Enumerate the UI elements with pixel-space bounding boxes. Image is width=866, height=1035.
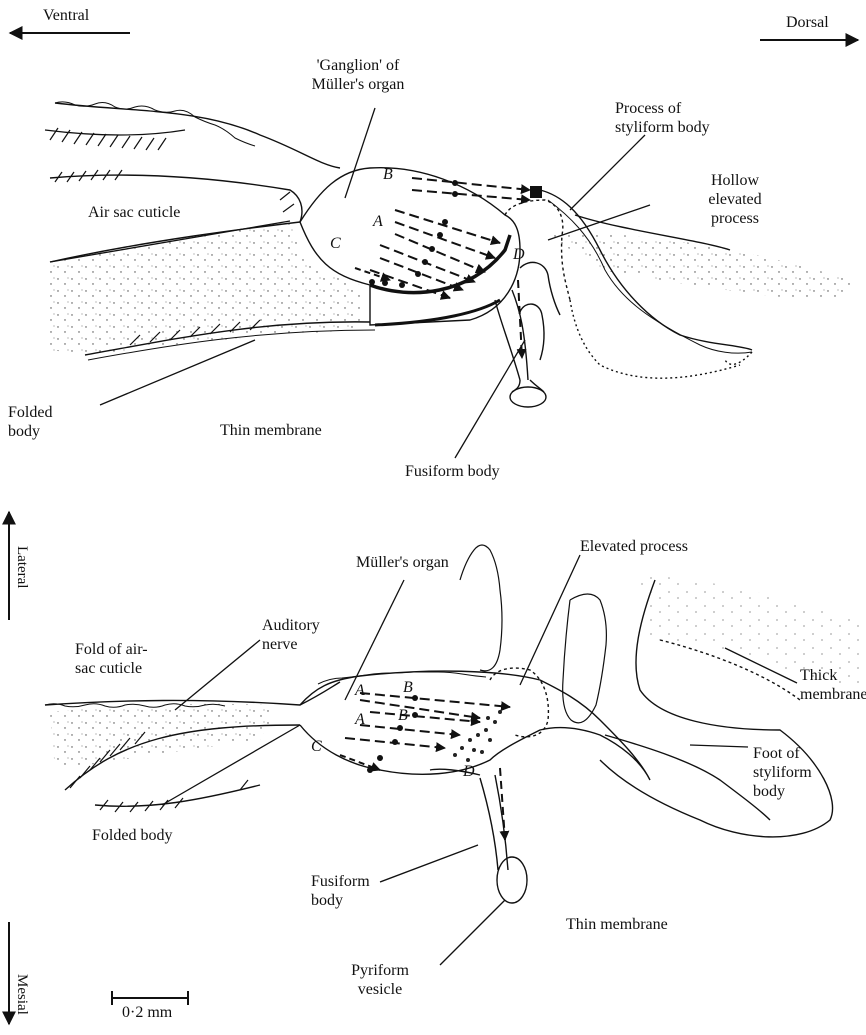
zone-d-bottom: D bbox=[463, 764, 475, 780]
thick-membrane-label: Thick membrane bbox=[800, 666, 866, 704]
fusiform-body-label-top: Fusiform body bbox=[405, 462, 500, 481]
scale-bar-label: 0·2 mm bbox=[122, 1003, 172, 1022]
zone-a2-bottom: A bbox=[355, 712, 365, 728]
zone-a1-bottom: A bbox=[355, 683, 365, 699]
zone-c-top: C bbox=[330, 236, 341, 252]
air-sac-cuticle-label: Air sac cuticle bbox=[88, 203, 180, 222]
zone-b2-bottom: B bbox=[398, 708, 408, 724]
ganglion-label: 'Ganglion' of Müller's organ bbox=[293, 56, 423, 94]
zone-b-top: B bbox=[383, 167, 393, 183]
dorsal-label: Dorsal bbox=[786, 13, 829, 32]
hollow-process-label: Hollow elevated process bbox=[690, 171, 780, 228]
zone-d-top: D bbox=[513, 247, 525, 263]
fusiform-body-label-bottom: Fusiform body bbox=[311, 872, 370, 910]
thin-membrane-label-top: Thin membrane bbox=[220, 421, 322, 440]
top-panel-arrows bbox=[355, 178, 530, 358]
zone-c-bottom: C bbox=[311, 739, 322, 755]
foot-styliform-label: Foot of styliform body bbox=[753, 744, 812, 801]
zone-b1-bottom: B bbox=[403, 680, 413, 696]
top-panel-dots bbox=[369, 180, 542, 288]
lateral-label: Lateral bbox=[13, 546, 30, 588]
fold-air-sac-label: Fold of air- sac cuticle bbox=[75, 640, 148, 678]
folded-body-label-top: Folded body bbox=[8, 403, 52, 441]
bottom-panel-cell-cluster bbox=[453, 710, 502, 762]
elevated-process-label: Elevated process bbox=[580, 537, 688, 556]
ventral-label: Ventral bbox=[43, 6, 89, 25]
top-panel-drawing bbox=[45, 102, 855, 407]
pyriform-vesicle-label: Pyriform vesicle bbox=[340, 961, 420, 999]
mesial-label: Mesial bbox=[13, 974, 30, 1015]
bottom-panel-drawing bbox=[45, 545, 866, 903]
thin-membrane-label-bottom: Thin membrane bbox=[566, 915, 668, 934]
auditory-nerve-label: Auditory nerve bbox=[262, 616, 320, 654]
folded-body-label-bottom: Folded body bbox=[92, 826, 172, 845]
mullers-organ-label: Müller's organ bbox=[356, 553, 449, 572]
zone-a-top: A bbox=[373, 214, 383, 230]
process-styliform-label: Process of styliform body bbox=[615, 99, 710, 137]
